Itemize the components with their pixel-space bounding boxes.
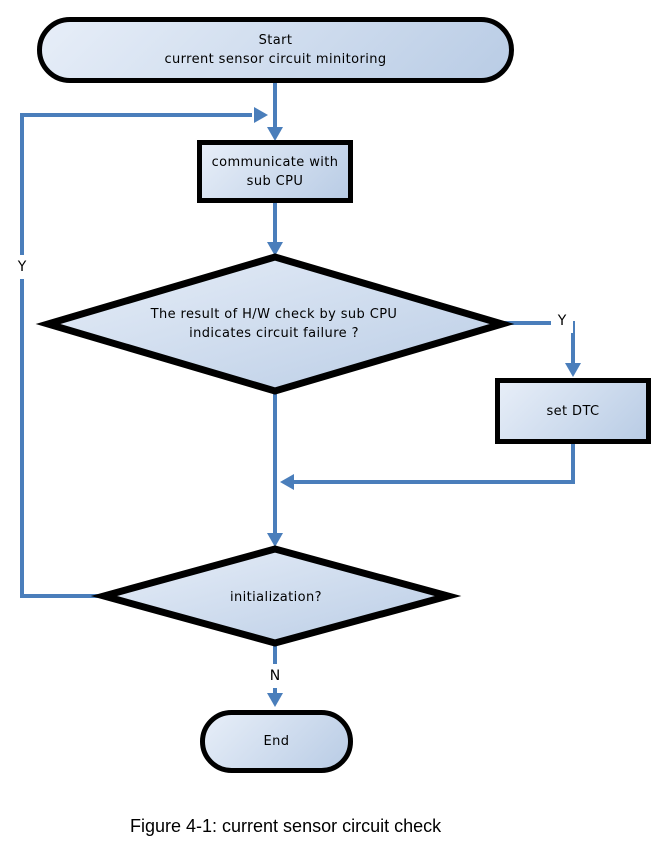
connector-hwcheck-yes — [500, 321, 575, 364]
end-node: End — [200, 710, 353, 773]
set-dtc-node: set DTC — [495, 378, 651, 444]
arrowhead-into-hwcheck — [267, 242, 283, 256]
edge-label-hwcheck-yes: Y — [551, 309, 573, 333]
hw-check-decision-shape — [35, 253, 515, 395]
hw-check-line2: indicates circuit failure ? — [189, 326, 359, 341]
arrowhead-into-communicate — [267, 127, 283, 141]
figure-caption: Figure 4-1: current sensor circuit check — [130, 816, 442, 836]
initialization-decision-label: initialization? — [126, 588, 426, 607]
arrowhead-merge — [280, 474, 294, 490]
end-node-label: End — [263, 734, 290, 749]
edge-label-initialization-no: N — [264, 664, 286, 688]
hw-check-decision-label: The result of H/W check by sub CPU indic… — [74, 305, 474, 343]
connector-setdtc-merge — [293, 444, 575, 484]
set-dtc-node-label: set DTC — [546, 403, 600, 419]
arrowhead-loop-join — [254, 107, 268, 123]
communicate-node: communicate with sub CPU — [197, 140, 353, 203]
initialization-decision-shape — [90, 545, 462, 647]
arrowhead-into-setdtc — [565, 363, 581, 377]
communicate-node-line1: communicate with — [211, 154, 339, 170]
edge-label-initialization-yes: Y — [11, 255, 33, 279]
arrowhead-into-init — [267, 533, 283, 547]
connector-init-yes-loop — [20, 113, 252, 598]
start-node-line2: current sensor circuit minitoring — [164, 52, 387, 67]
start-node: Start current sensor circuit minitoring — [37, 17, 514, 83]
arrowhead-into-end — [267, 693, 283, 707]
communicate-node-line2: sub CPU — [246, 173, 304, 189]
start-node-line1: Start — [258, 33, 293, 48]
initialization-label-text: initialization? — [230, 590, 322, 605]
hw-check-line1: The result of H/W check by sub CPU — [150, 307, 398, 322]
